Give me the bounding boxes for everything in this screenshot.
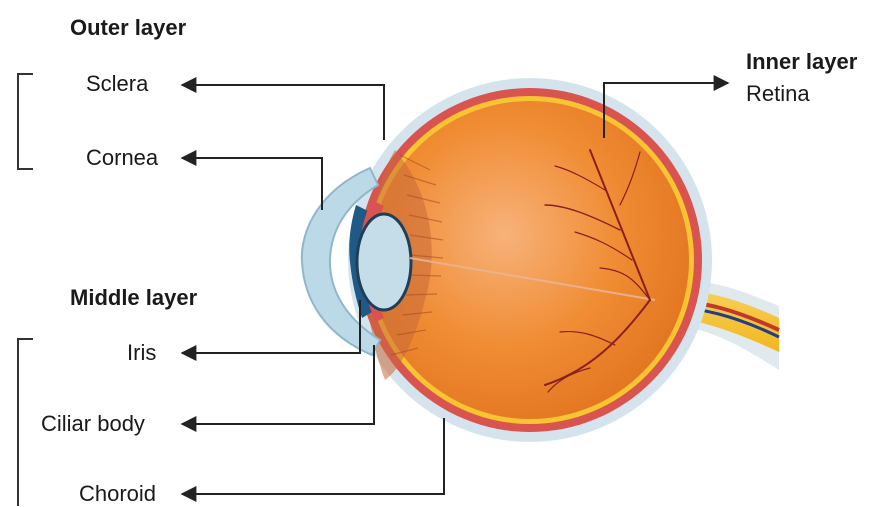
choroid-label: Choroid xyxy=(79,482,156,506)
middle-layer-heading: Middle layer xyxy=(70,286,197,310)
ciliary-leader xyxy=(182,345,374,424)
sclera-label: Sclera xyxy=(86,72,148,96)
ciliary-body-label: Ciliar body xyxy=(41,412,145,436)
middle-layer-bracket xyxy=(17,338,33,506)
cornea-label: Cornea xyxy=(86,146,158,170)
cornea-leader xyxy=(182,158,322,210)
choroid-leader xyxy=(182,418,444,494)
sclera-leader xyxy=(182,85,384,140)
outer-layer-bracket xyxy=(17,73,33,170)
inner-layer-heading: Inner layer xyxy=(746,50,857,74)
iris-label: Iris xyxy=(127,341,156,365)
retina-label: Retina xyxy=(746,82,810,106)
lens-shape xyxy=(357,214,411,310)
outer-layer-heading: Outer layer xyxy=(70,16,186,40)
